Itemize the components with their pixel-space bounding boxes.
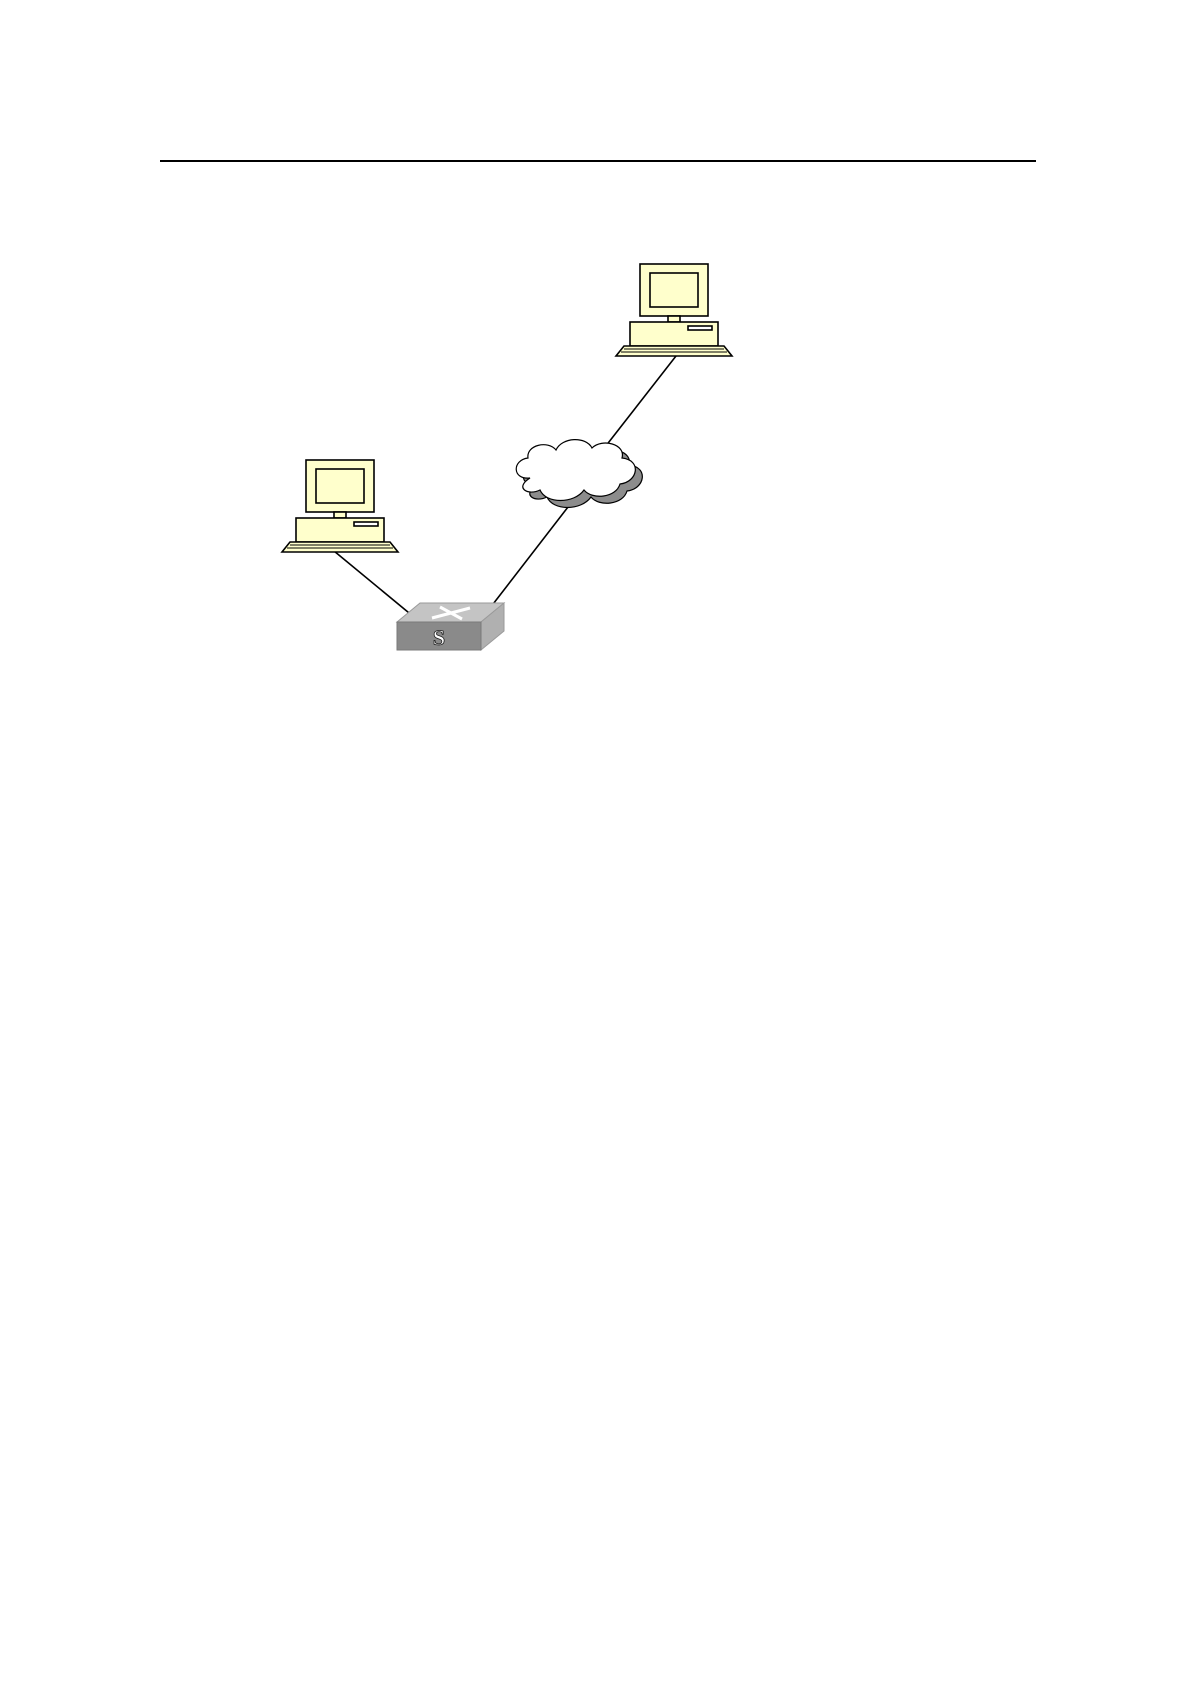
- switch-icon: S: [397, 603, 504, 650]
- link-cloud-to-right-computer: [598, 356, 676, 456]
- link-left-computer-to-switch: [334, 551, 420, 622]
- drive-slot: [354, 522, 378, 526]
- cloud-icon: [516, 440, 642, 508]
- monitor-stand: [668, 316, 680, 322]
- drive-slot: [688, 326, 712, 330]
- switch-label: S: [433, 625, 445, 650]
- right-computer-icon: [616, 264, 732, 356]
- monitor-stand: [334, 512, 346, 518]
- keyboard: [282, 542, 398, 552]
- left-computer-icon: [282, 460, 398, 552]
- screen: [316, 469, 364, 503]
- link-switch-to-cloud: [490, 507, 568, 608]
- screen: [650, 273, 698, 307]
- keyboard: [616, 346, 732, 356]
